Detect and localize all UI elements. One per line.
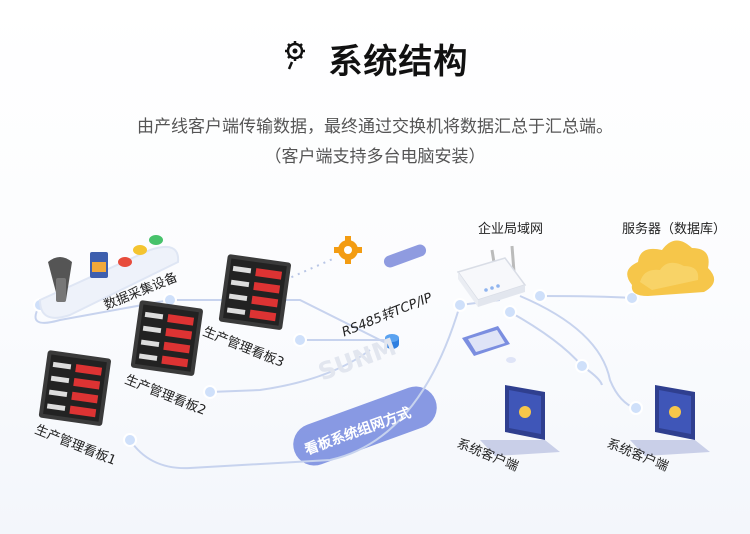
page-title: 系统结构 bbox=[0, 34, 750, 83]
server-label: 服务器（数据库） bbox=[622, 222, 727, 237]
red-button-icon bbox=[118, 257, 132, 267]
gear-bulb-icon bbox=[282, 39, 308, 79]
title-text: 系统结构 bbox=[328, 42, 469, 82]
cloud-icon bbox=[627, 240, 715, 296]
dotted-link bbox=[284, 257, 336, 281]
converter-icon bbox=[385, 334, 399, 349]
connection-lines bbox=[34, 295, 641, 470]
network-mode-pill bbox=[293, 386, 437, 466]
laptop-2-icon bbox=[630, 385, 710, 456]
board-3-icon bbox=[218, 254, 291, 330]
board-1-icon bbox=[38, 350, 111, 426]
gear-icon bbox=[334, 236, 362, 264]
lan-label: 企业局域网 bbox=[478, 222, 544, 237]
subtitle-line-2: （客户端支持多台电脑安装） bbox=[264, 147, 486, 167]
converter-bar-icon bbox=[383, 244, 427, 268]
switch-device-icon bbox=[462, 326, 516, 363]
board-2-icon bbox=[130, 300, 203, 376]
router-icon bbox=[456, 245, 527, 307]
subtitle-line-1: 由产线客户端传输数据，最终通过交换机将数据汇总于汇总端。 bbox=[137, 117, 613, 137]
data-acquisition-device bbox=[38, 235, 180, 319]
laptop-1-icon bbox=[480, 385, 560, 456]
green-button-icon bbox=[149, 235, 163, 245]
yellow-button-icon bbox=[133, 245, 147, 255]
